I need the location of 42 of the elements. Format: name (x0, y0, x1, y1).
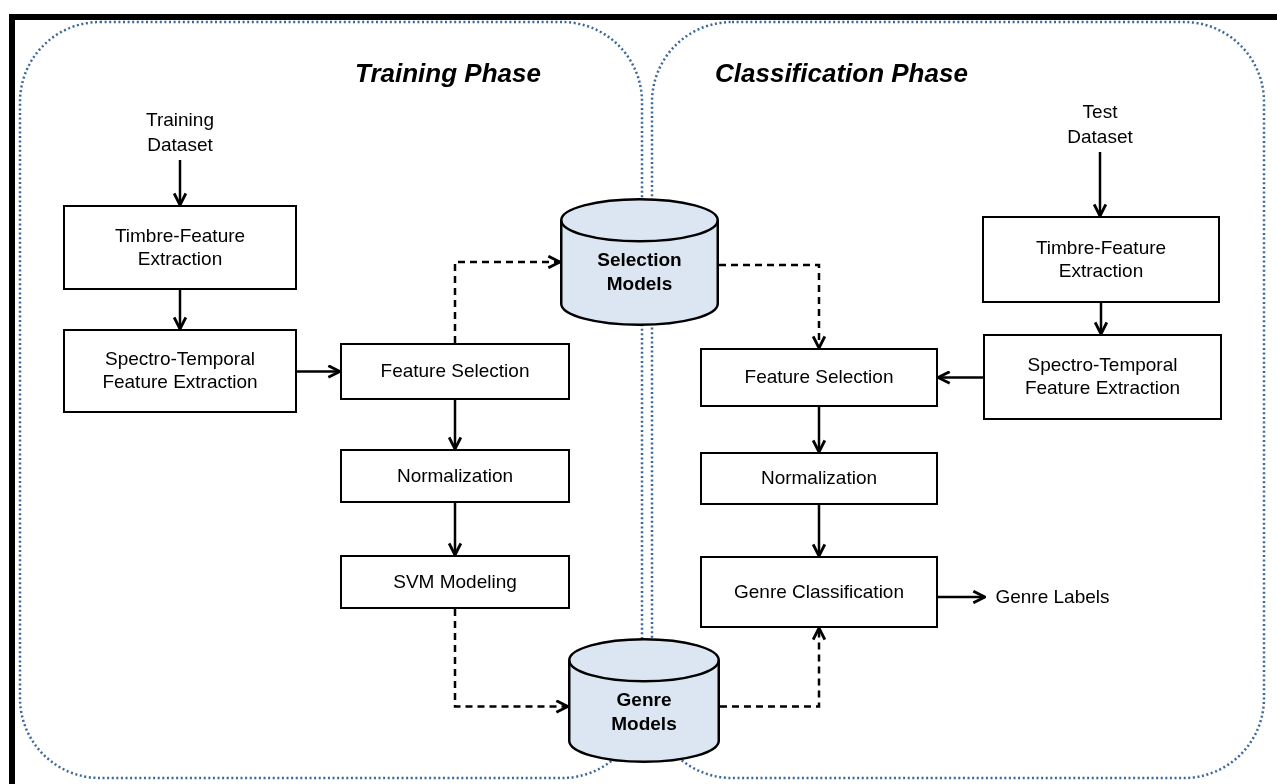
process-label: Timbre-Feature Extraction (1034, 236, 1168, 283)
arrow (297, 364, 342, 379)
process-box (700, 348, 938, 407)
dashed-arrow (719, 263, 827, 350)
dataset-label: Training Dataset (145, 108, 215, 157)
process-label: Feature Selection (744, 366, 894, 389)
phase-title: Classification Phase (715, 58, 968, 89)
process-box (340, 449, 570, 503)
dataset-label: Genre Labels (995, 584, 1110, 609)
dataset-label: Test Dataset (1066, 100, 1134, 149)
arrow (447, 503, 463, 557)
process-box (700, 556, 938, 628)
process-box (983, 334, 1222, 420)
arrow (936, 370, 983, 385)
dashed-arrow (453, 609, 570, 714)
arrow (811, 407, 827, 454)
process-label: Spectro-Temporal Feature Extraction (1023, 354, 1182, 400)
process-label: Spectro-Temporal Feature Extraction (101, 348, 259, 394)
arrow (172, 160, 188, 207)
process-label: Normalization (760, 467, 878, 490)
process-box (982, 216, 1220, 303)
arrow (447, 400, 463, 451)
dashed-arrow (453, 254, 562, 343)
arrow (1092, 152, 1108, 218)
process-box (63, 329, 297, 413)
process-box (340, 555, 570, 609)
phase-title: Training Phase (355, 58, 541, 89)
dashed-arrow (720, 626, 827, 708)
arrow (811, 505, 827, 558)
arrow (172, 290, 188, 331)
arrow (938, 589, 987, 605)
process-label: Normalization (396, 464, 514, 488)
process-label: Genre Classification (734, 580, 904, 604)
process-box (63, 205, 297, 290)
database-label: Genre Models (610, 688, 678, 736)
process-box (700, 452, 938, 505)
process-label: SVM Modeling (393, 570, 517, 594)
process-label: Feature Selection (380, 360, 530, 383)
database-label: Selection Models (596, 248, 683, 296)
process-label: Timbre-Feature Extraction (113, 224, 247, 271)
arrow (1093, 303, 1109, 336)
process-box (340, 343, 570, 400)
